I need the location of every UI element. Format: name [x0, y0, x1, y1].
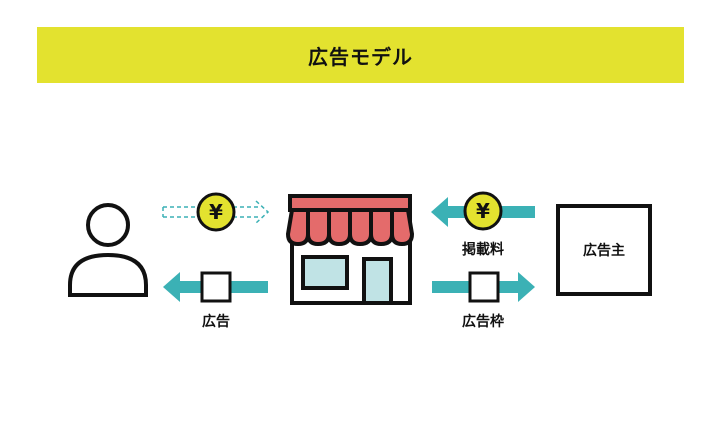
label-ad-slot: 広告枠 — [462, 313, 504, 330]
advertiser-box — [556, 204, 652, 296]
store-icon — [286, 194, 414, 305]
ad-slot-arrow-right — [432, 271, 535, 303]
ad-arrow-left — [163, 271, 268, 303]
title-bar: 広告モデル — [37, 27, 684, 83]
label-listing-fee: 掲載料 — [462, 241, 504, 258]
page-title: 広告モデル — [308, 44, 413, 69]
ad-slot-square-icon — [468, 271, 500, 303]
dashed-payment-arrow — [162, 200, 270, 224]
svg-text:¥: ¥ — [209, 200, 223, 224]
label-ad: 広告 — [202, 313, 230, 330]
svg-text:¥: ¥ — [476, 199, 490, 223]
ad-square-icon — [200, 271, 232, 303]
label-advertiser: 広告主 — [583, 242, 625, 259]
yen-coin-icon: ¥ — [463, 191, 503, 231]
yen-coin-icon: ¥ — [196, 192, 236, 232]
user-icon — [68, 203, 148, 297]
